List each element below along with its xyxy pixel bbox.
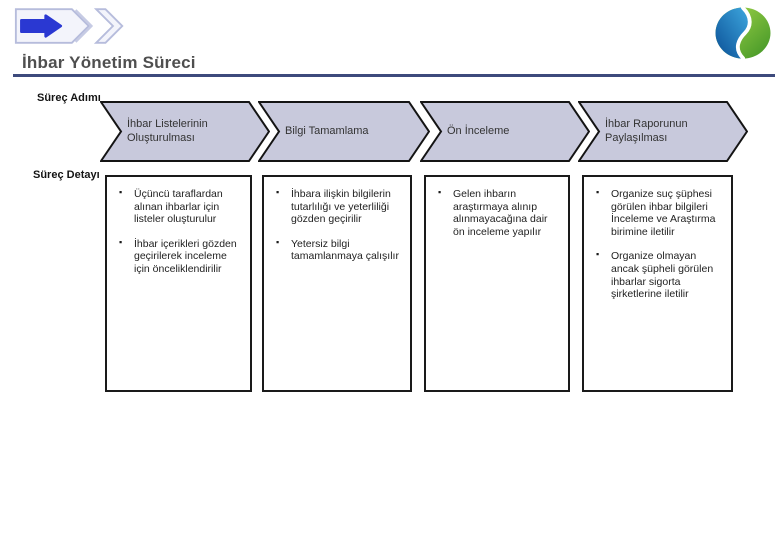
- detail-bullet: Organize suç şüphesi görülen ihbar bilgi…: [594, 187, 725, 238]
- process-detail-box-1: Üçüncü taraflardan alınan ihbarlar için …: [105, 175, 252, 392]
- detail-bullet-list: Gelen ihbarın araştırmaya alınıp alınmay…: [436, 187, 562, 238]
- process-detail-box-4: Organize suç şüphesi görülen ihbar bilgi…: [582, 175, 733, 392]
- process-step-title: Ön İnceleme: [447, 124, 510, 137]
- process-step-2: Bilgi Tamamlama: [258, 101, 430, 162]
- process-detail-box-2: İhbara ilişkin bilgilerin tutarlılığı ve…: [262, 175, 412, 392]
- process-step-title: Bilgi Tamamlama: [285, 124, 369, 137]
- process-step-title: İhbar Listelerinin Oluşturulması: [127, 117, 208, 144]
- detail-bullet: Organize olmayan ancak şüpheli görülen i…: [594, 249, 725, 300]
- chevron-shape-icon: [258, 101, 430, 162]
- process-step-4: İhbar Raporunun Paylaşılması: [578, 101, 748, 162]
- chevron-arrows-logo: [14, 6, 126, 46]
- title-underline: [13, 74, 775, 77]
- process-detail-label: Süreç Detayı: [33, 169, 100, 181]
- detail-bullet: Üçüncü taraflardan alınan ihbarlar için …: [117, 187, 244, 226]
- chevron-arrows-icon: [14, 8, 124, 44]
- process-step-1: İhbar Listelerinin Oluşturulması: [100, 101, 270, 162]
- process-detail-box-3: Gelen ihbarın araştırmaya alınıp alınmay…: [424, 175, 570, 392]
- page-title: İhbar Yönetim Süreci: [22, 53, 196, 72]
- detail-bullet: Gelen ihbarın araştırmaya alınıp alınmay…: [436, 187, 562, 238]
- detail-bullet: İhbar içerikleri gözden geçirilerek ince…: [117, 237, 244, 276]
- sphere-logo-icon: [715, 6, 771, 60]
- detail-bullet-list: Organize suç şüphesi görülen ihbar bilgi…: [594, 187, 725, 301]
- detail-bullet: İhbara ilişkin bilgilerin tutarlılığı ve…: [274, 187, 404, 226]
- sphere-logo: [714, 6, 772, 60]
- chevron-shape-icon: [578, 101, 748, 162]
- detail-bullet-list: Üçüncü taraflardan alınan ihbarlar için …: [117, 187, 244, 276]
- detail-bullet-list: İhbara ilişkin bilgilerin tutarlılığı ve…: [274, 187, 404, 263]
- chevron-shape-icon: [100, 101, 270, 162]
- detail-bullet: Yetersiz bilgi tamamlanmaya çalışılır: [274, 237, 404, 263]
- process-step-3: Ön İnceleme: [420, 101, 590, 162]
- chevron-shape-icon: [420, 101, 590, 162]
- process-step-title: İhbar Raporunun Paylaşılması: [605, 117, 688, 144]
- process-step-label: Süreç Adımı: [37, 92, 101, 104]
